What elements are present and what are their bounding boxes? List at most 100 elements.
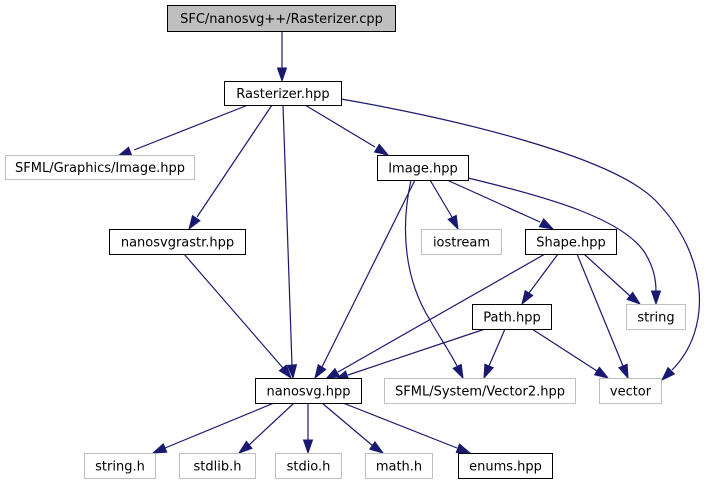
node-label: stdlib.h bbox=[194, 460, 242, 475]
arrowhead-icon bbox=[650, 290, 662, 306]
edge-line bbox=[321, 179, 416, 368]
arrowhead-icon bbox=[521, 289, 534, 306]
arrowhead-icon bbox=[278, 364, 292, 380]
node-box bbox=[255, 378, 362, 404]
node-label: SFML/Graphics/Image.hpp bbox=[15, 161, 185, 176]
edge-image-hpp-to-sfml-system-vector2 bbox=[404, 179, 464, 380]
node-box bbox=[109, 229, 246, 255]
node-box bbox=[626, 304, 686, 330]
edge-line bbox=[528, 253, 559, 294]
edge-line bbox=[583, 253, 631, 297]
node-sfml-graphics-image: SFML/Graphics/Image.hpp bbox=[5, 155, 195, 180]
node-box bbox=[377, 155, 469, 181]
arrowhead-icon bbox=[116, 146, 133, 157]
edge-line bbox=[467, 177, 657, 292]
edge-line bbox=[488, 328, 506, 367]
nodes-layer: SFC/nanosvg++/Rasterizer.cppRasterizer.h… bbox=[5, 5, 686, 479]
node-label: iostream bbox=[433, 236, 490, 251]
edge-line bbox=[446, 179, 541, 223]
node-label: string.h bbox=[95, 460, 145, 475]
arrowhead-icon bbox=[626, 291, 642, 305]
edge-path-hpp-to-vector bbox=[531, 328, 610, 379]
arrowhead-icon bbox=[368, 440, 385, 454]
arrowhead-icon bbox=[452, 363, 464, 380]
node-vector: vector bbox=[599, 378, 662, 404]
edge-nanosvgrastr-hpp-to-nanosvg-hpp bbox=[183, 253, 292, 380]
node-label: Path.hpp bbox=[483, 311, 540, 326]
node-label: math.h bbox=[376, 460, 422, 475]
edge-shape-hpp-to-nanosvg-hpp bbox=[324, 253, 546, 380]
edge-nanosvg-hpp-to-stdio-h bbox=[302, 403, 314, 455]
edge-nanosvg-hpp-to-math-h bbox=[321, 402, 385, 454]
edge-shape-hpp-to-string bbox=[583, 253, 642, 305]
node-label: Image.hpp bbox=[388, 162, 458, 177]
node-label: enums.hpp bbox=[469, 460, 542, 475]
edge-line bbox=[429, 179, 453, 218]
edge-nanosvg-hpp-to-stdlib-h bbox=[237, 402, 295, 454]
edge-line bbox=[196, 104, 273, 218]
node-box bbox=[5, 155, 195, 180]
edge-rasterizer-hpp-to-sfml-graphics-image bbox=[116, 104, 249, 157]
edge-line bbox=[337, 253, 546, 373]
arrowhead-icon bbox=[618, 363, 629, 380]
node-label: nanosvg.hpp bbox=[267, 385, 351, 400]
node-stdlib-h: stdlib.h bbox=[179, 453, 256, 479]
node-box bbox=[224, 81, 342, 106]
edge-nanosvg-hpp-to-string-h bbox=[151, 402, 275, 454]
node-label: Shape.hpp bbox=[536, 236, 606, 251]
arrowhead-icon bbox=[660, 366, 676, 382]
edge-line bbox=[133, 104, 249, 151]
arrowhead-icon bbox=[538, 218, 555, 230]
node-box bbox=[472, 304, 552, 330]
node-math-h: math.h bbox=[365, 453, 433, 479]
arrowhead-icon bbox=[373, 143, 390, 156]
node-box bbox=[458, 453, 553, 479]
node-label: string bbox=[637, 311, 674, 326]
edge-shape-hpp-to-vector bbox=[576, 253, 629, 380]
edge-image-hpp-to-nanosvg-hpp bbox=[314, 179, 416, 380]
edge-line bbox=[321, 402, 374, 447]
node-rasterizer-hpp[interactable]: Rasterizer.hpp bbox=[224, 81, 342, 106]
node-rasterizer-cpp[interactable]: SFC/nanosvg++/Rasterizer.cpp bbox=[167, 5, 396, 32]
node-label: nanosvgrastr.hpp bbox=[121, 236, 234, 251]
arrowhead-icon bbox=[151, 443, 168, 454]
node-label: SFC/nanosvg++/Rasterizer.cpp bbox=[180, 12, 383, 27]
edge-line bbox=[342, 402, 458, 449]
node-label: stdio.h bbox=[287, 460, 331, 475]
node-box bbox=[179, 453, 256, 479]
node-string: string bbox=[626, 304, 686, 330]
node-box bbox=[167, 5, 396, 32]
node-image-hpp[interactable]: Image.hpp bbox=[377, 155, 469, 181]
node-sfml-system-vector2: SFML/System/Vector2.hpp bbox=[384, 378, 576, 404]
edge-image-hpp-to-string bbox=[467, 177, 662, 306]
edge-line bbox=[248, 402, 295, 446]
edge-image-hpp-to-iostream bbox=[429, 179, 459, 231]
edge-line bbox=[576, 253, 624, 367]
node-label: SFML/System/Vector2.hpp bbox=[395, 385, 565, 400]
node-shape-hpp[interactable]: Shape.hpp bbox=[525, 229, 617, 255]
edge-image-hpp-to-shape-hpp bbox=[446, 179, 555, 230]
node-box bbox=[365, 453, 433, 479]
arrowhead-icon bbox=[314, 363, 327, 380]
node-path-hpp[interactable]: Path.hpp bbox=[472, 304, 552, 330]
node-enums-hpp[interactable]: enums.hpp bbox=[458, 453, 553, 479]
edge-rasterizer-hpp-to-nanosvgrastr-hpp bbox=[188, 104, 273, 231]
arrowhead-icon bbox=[286, 364, 298, 380]
edges-layer bbox=[116, 31, 701, 455]
node-nanosvg-hpp[interactable]: nanosvg.hpp bbox=[255, 378, 362, 404]
node-box bbox=[525, 229, 617, 255]
node-box bbox=[599, 378, 662, 404]
edge-line bbox=[164, 402, 275, 449]
arrowhead-icon bbox=[593, 366, 610, 379]
node-nanosvgrastr-hpp[interactable]: nanosvgrastr.hpp bbox=[109, 229, 246, 255]
arrowhead-icon bbox=[237, 440, 253, 454]
edge-line bbox=[347, 328, 486, 376]
node-box bbox=[275, 453, 342, 479]
node-label: vector bbox=[610, 385, 652, 400]
edge-path-hpp-to-sfml-system-vector2 bbox=[483, 328, 506, 380]
arrowhead-icon bbox=[455, 443, 472, 454]
edge-rasterizer-cpp-to-rasterizer-hpp bbox=[276, 31, 288, 83]
node-box bbox=[384, 378, 576, 404]
edge-line bbox=[183, 253, 284, 369]
node-box bbox=[421, 229, 502, 255]
